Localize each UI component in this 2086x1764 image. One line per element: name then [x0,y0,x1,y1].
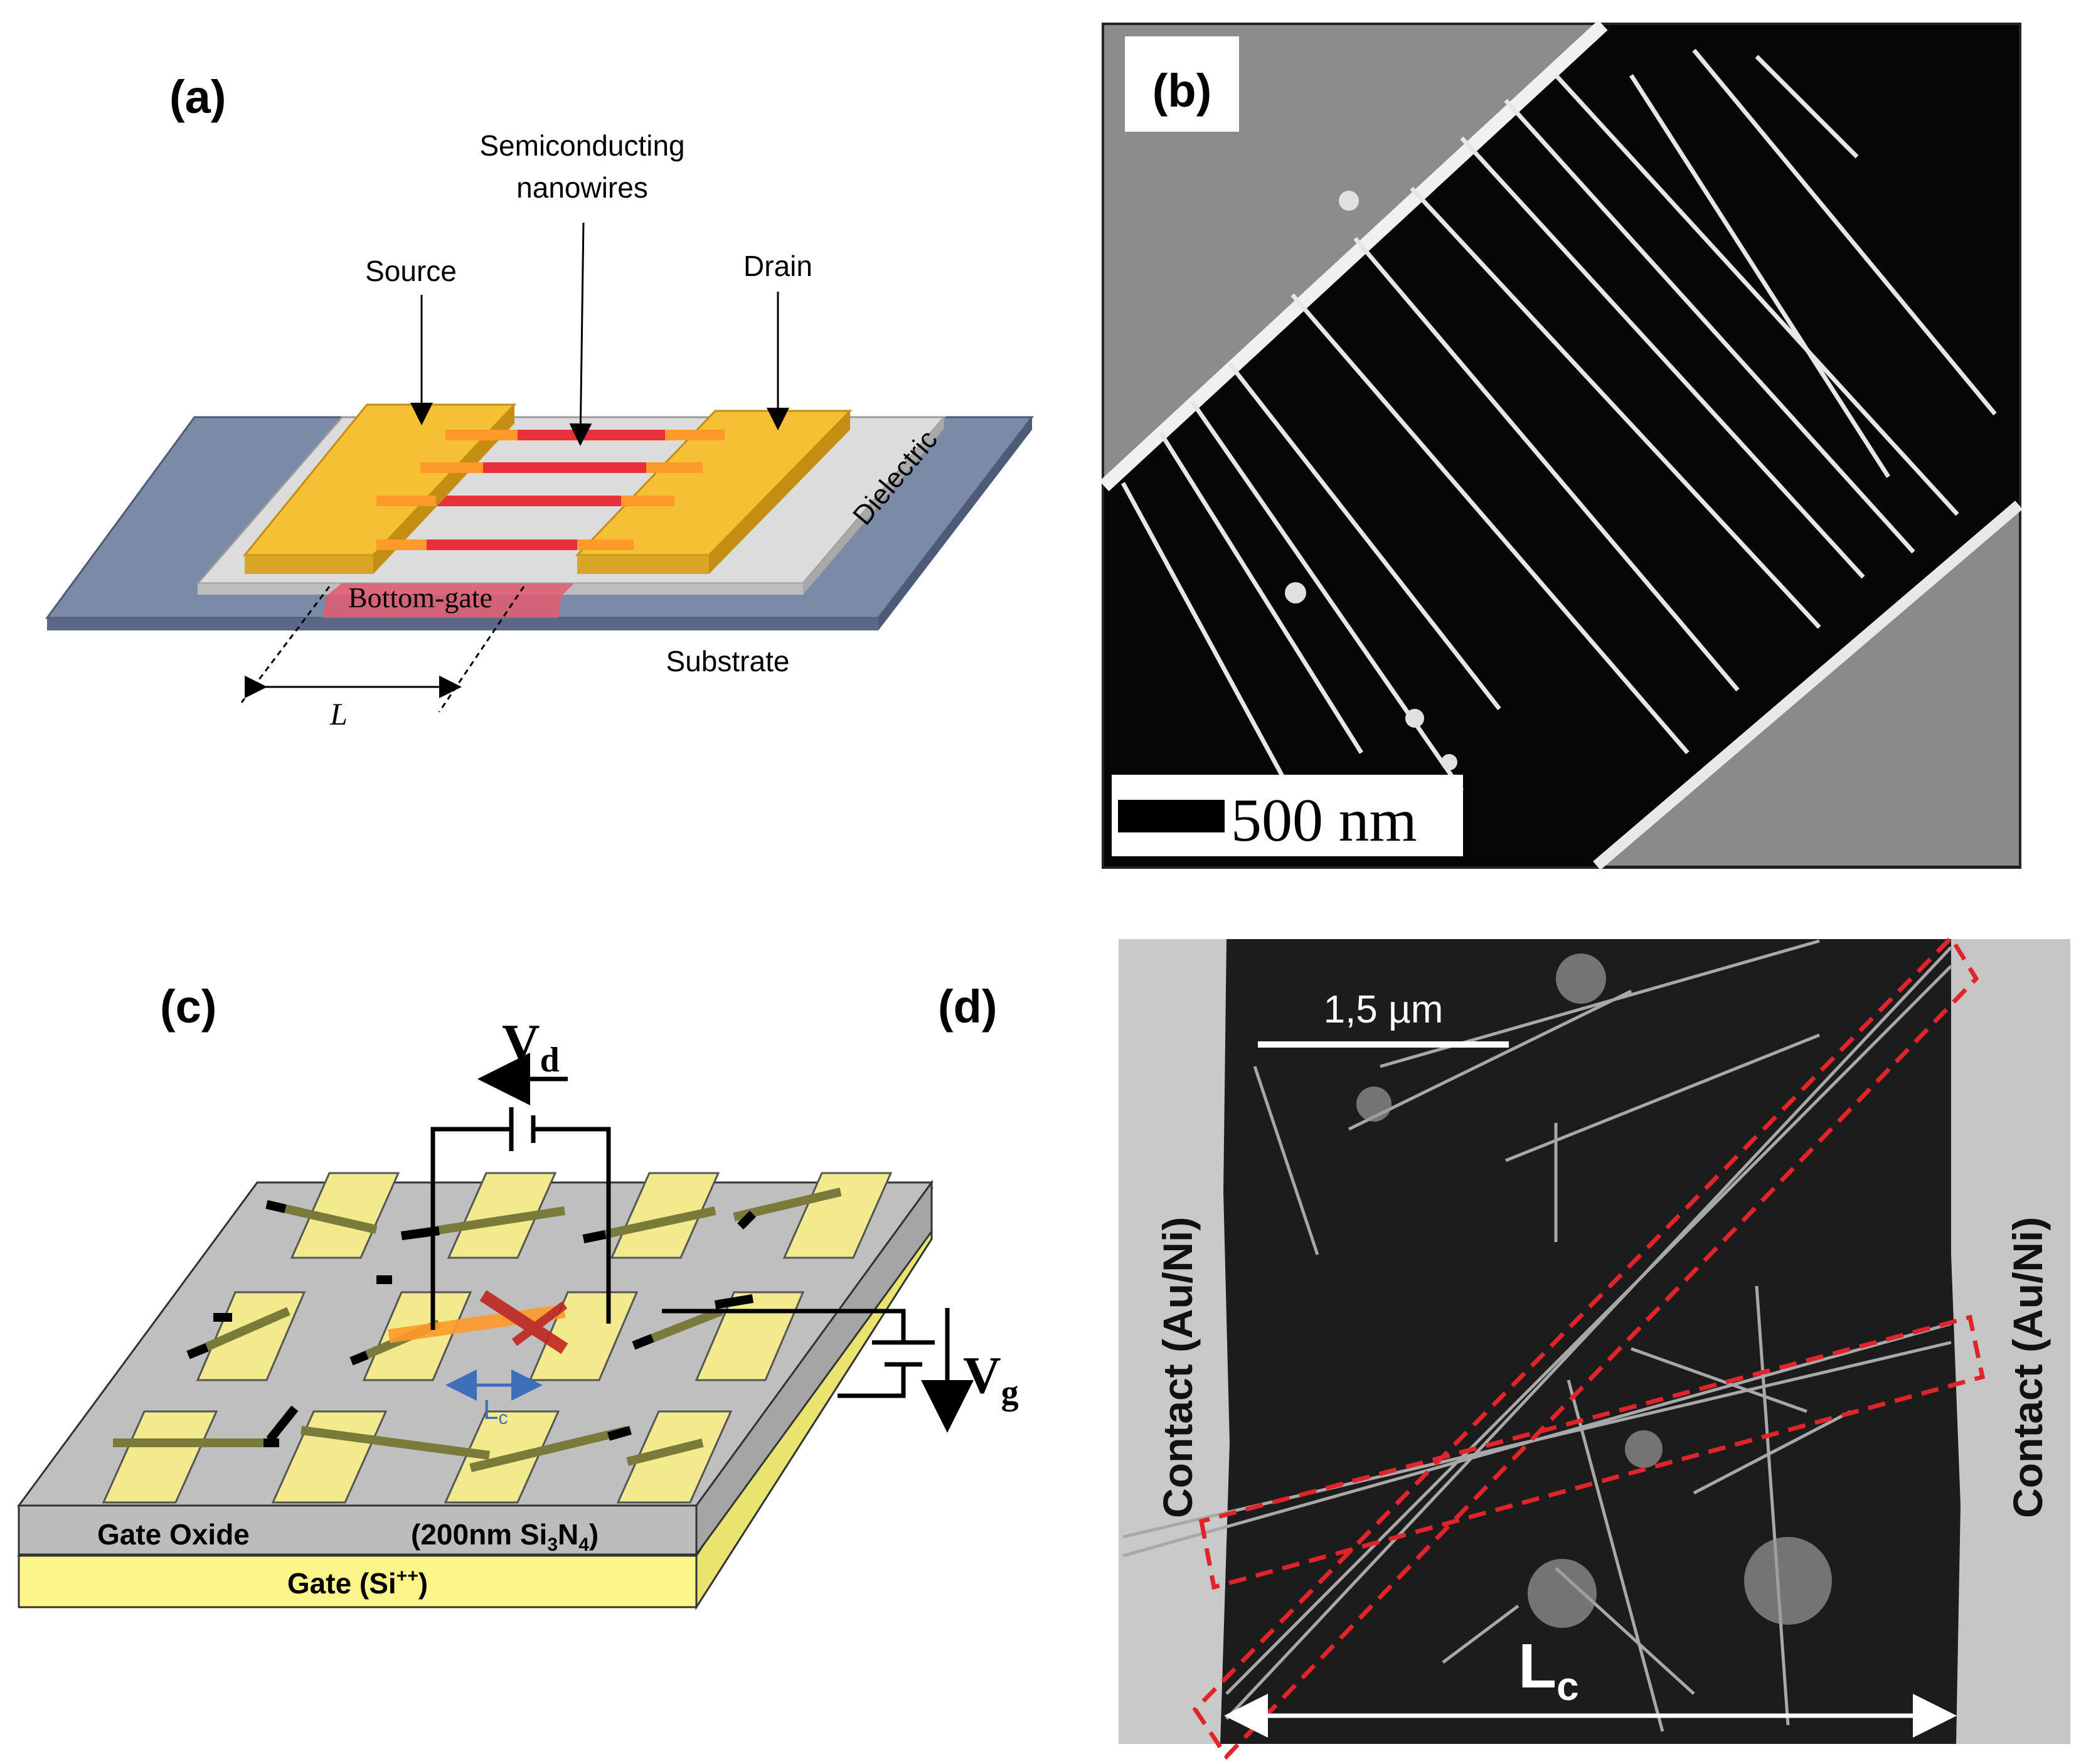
panel-c: Lc Vd Vg Gate Oxide (200nm Si3N4) Gate (… [17,980,1019,1611]
si3n4-label: (200nm Si3N4) [411,1518,599,1555]
drain-electrode [575,410,853,574]
panel-c-label: (c) [160,980,216,1033]
contact-left [1119,939,1230,1744]
sem-image-d [1119,939,2070,1744]
panel-b: (b) 500 nm [1099,19,2023,870]
nanowire-contact-segments [376,430,725,550]
vg-circuit [662,1309,935,1398]
source-label: Source [365,255,457,287]
nanowire-arrow [569,222,592,446]
vd-circuit [430,1107,611,1330]
gate-oxide-front [18,1504,698,1556]
bottom-gate-region [323,583,574,618]
contact-right-label: Contact (Au/Ni) [2004,1217,2051,1518]
vg-label: Vg [963,1346,1019,1412]
panel-d-label: (d) [938,980,998,1033]
gate-oxide-label: Gate Oxide [97,1518,250,1551]
scale-bar-label-d: 1,5 µm [1324,988,1444,1031]
selected-wire-outlines [1192,934,1986,1760]
panel-a-label: (a) [169,71,226,123]
gate-label: Gate (Si++) [287,1566,428,1600]
active-nanowires [388,1290,568,1354]
panel-b-label-box [1125,36,1239,132]
source-electrode [242,403,517,574]
nanowires-network [113,1188,842,1472]
length-guide-right [438,586,525,713]
panel-d: (d) [938,934,2070,1760]
panel-a: (a) Semiconducting nanowires Source Drai… [45,71,1035,731]
nanoparticles [1285,191,1457,770]
length-label: L [329,696,348,731]
contact-left-label: Contact (Au/Ni) [1154,1217,1201,1518]
nanowires-label: nanowires [516,171,648,204]
scale-bar-b [1118,800,1225,832]
semiconducting-label: Semiconducting [479,129,684,162]
scale-bar-label-b: 500 nm [1231,787,1417,854]
contact-right [1951,939,2070,1744]
bottom-gate-label: Bottom-gate [348,582,492,614]
substrate-edge [47,618,878,630]
drain-label: Drain [743,250,812,282]
lc-label-d: Lc [1518,1631,1579,1709]
vd-label: Vd [502,1014,560,1080]
substrate-label: Substrate [666,645,790,677]
debris-clusters [1356,954,1832,1628]
gate-layer-front [18,1554,698,1608]
lc-label-c: Lc [483,1395,508,1428]
panel-b-label: (b) [1152,65,1212,117]
